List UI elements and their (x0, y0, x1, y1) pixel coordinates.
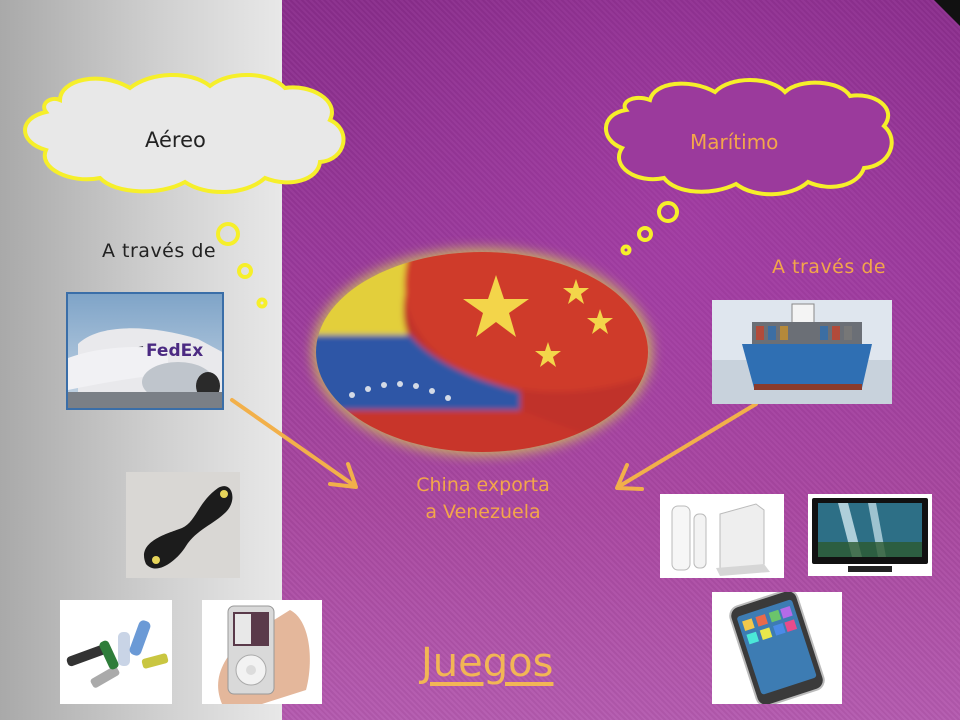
cargo-plane-photo: FedEx (66, 292, 224, 410)
center-caption-line2: a Venezuela (425, 501, 541, 523)
ipod-photo (202, 600, 322, 704)
wii-console-illustration (660, 494, 784, 578)
via-right-label: A través de (772, 256, 887, 278)
caster-board-illustration (126, 472, 240, 578)
cargo-plane-illustration: FedEx (68, 294, 222, 408)
smartphone-illustration (712, 592, 842, 704)
container-ship-illustration (712, 300, 892, 404)
smartphone-photo (712, 592, 842, 704)
container-ship-photo (712, 300, 892, 404)
wii-console-photo (660, 494, 784, 578)
ipod-illustration (202, 600, 322, 704)
flat-tv-photo (808, 494, 932, 576)
center-caption-line1: China exporta (416, 474, 550, 496)
plane-logo-text: FedEx (146, 341, 203, 361)
usb-drives-photo (60, 600, 172, 704)
flat-tv-illustration (808, 494, 932, 576)
via-left-label: A través de (102, 240, 217, 262)
sea-cloud-label: Marítimo (690, 130, 779, 154)
caster-board-photo (126, 472, 240, 578)
usb-drives-illustration (60, 600, 172, 704)
corner-fold (934, 0, 960, 26)
games-link[interactable]: Juegos (421, 640, 554, 686)
air-cloud-label: Aéreo (145, 128, 206, 152)
center-caption: China exporta a Venezuela (380, 472, 586, 526)
